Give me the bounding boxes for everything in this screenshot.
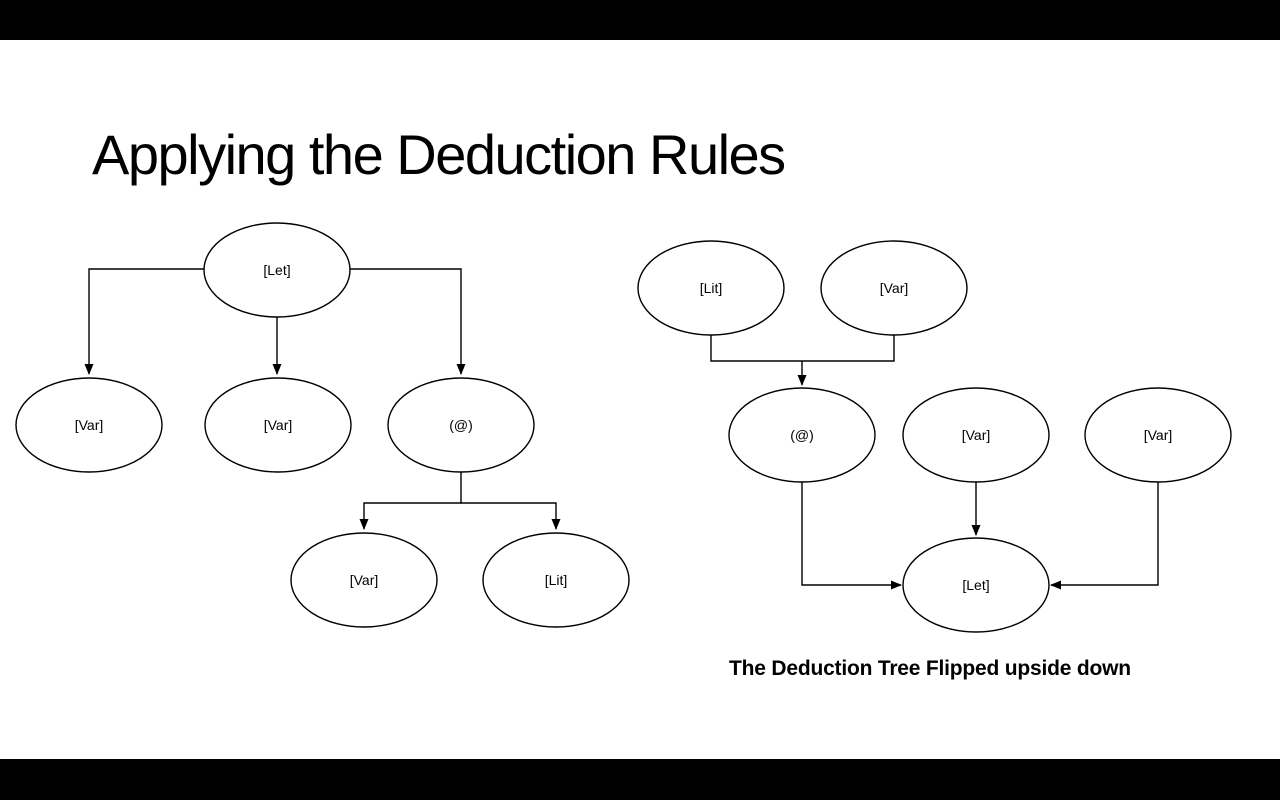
letterbox-bottom — [0, 759, 1280, 800]
tree-node — [902, 537, 1050, 633]
tree-edge — [350, 268, 466, 375]
tree-node — [820, 240, 968, 336]
tree-node-label: [Lit] — [700, 280, 723, 296]
tree-node — [203, 222, 351, 318]
tree-node — [387, 377, 535, 473]
tree-node — [482, 532, 630, 628]
tree-edge — [710, 335, 895, 362]
tree-edge — [1050, 482, 1159, 590]
tree-node-label: [Var] — [264, 417, 293, 433]
tree-edge — [461, 502, 561, 530]
tree-node-label: [Var] — [962, 427, 991, 443]
diagram-caption: The Deduction Tree Flipped upside down — [729, 657, 1131, 680]
letterbox-top — [0, 0, 1280, 40]
tree-edge — [359, 472, 462, 530]
tree-node-label: [Var] — [1144, 427, 1173, 443]
tree-node — [15, 377, 163, 473]
flipped-deduction-tree: [Lit] [Var] (@) [Var] [Var] [Let] — [637, 240, 1232, 633]
tree-node-label: [Let] — [263, 262, 290, 278]
tree-node-label: [Var] — [75, 417, 104, 433]
tree-node-label: [Var] — [350, 572, 379, 588]
tree-node-label: [Var] — [880, 280, 909, 296]
tree-node-label: (@) — [449, 417, 473, 433]
tree-node-label: [Lit] — [545, 572, 568, 588]
tree-node — [637, 240, 785, 336]
slide-title: Applying the Deduction Rules — [92, 122, 786, 186]
tree-node — [290, 532, 438, 628]
tree-node — [204, 377, 352, 473]
tree-edge — [801, 482, 902, 590]
tree-node — [1084, 387, 1232, 483]
tree-node — [902, 387, 1050, 483]
tree-node — [728, 387, 876, 483]
deduction-tree: [Let] [Var] [Var] (@) [Var] [Lit] — [15, 222, 630, 628]
tree-edge — [84, 268, 204, 375]
tree-node-label: (@) — [790, 427, 814, 443]
tree-node-label: [Let] — [962, 577, 989, 593]
